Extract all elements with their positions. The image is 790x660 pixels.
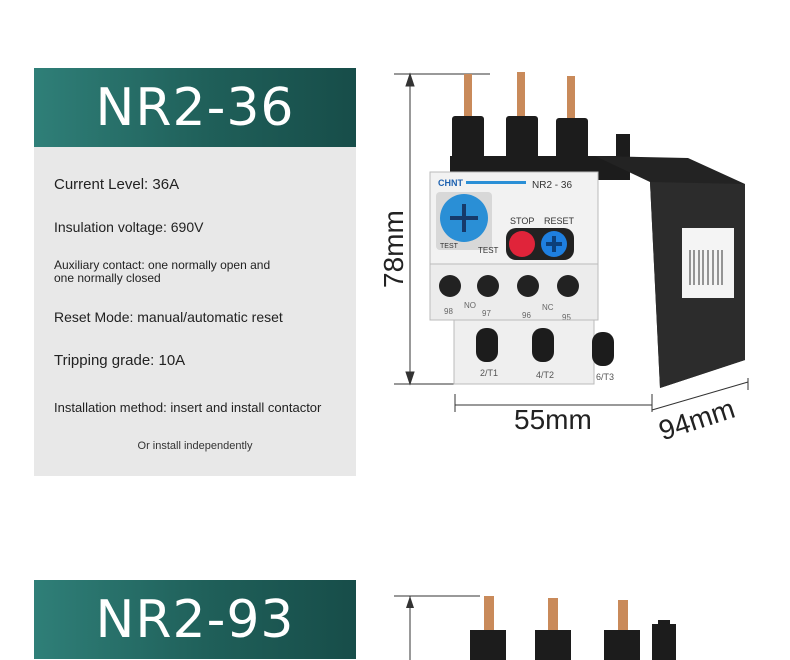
svg-text:97: 97 [482, 309, 491, 318]
product-image-nr2-36: CHNT NR2 - 36 TEST STOP RESET TEST 98 NO… [370, 60, 780, 450]
stop-label: STOP [510, 216, 534, 226]
svg-text:6/T3: 6/T3 [596, 372, 614, 382]
stop-button-icon [509, 231, 535, 257]
aux-terminal-labels: 98 NO 97 96 NC 95 [444, 301, 571, 322]
svg-text:2/T1: 2/T1 [480, 368, 498, 378]
spec-list: Current Level: 36A Insulation voltage: 6… [34, 147, 356, 476]
spec-tripping-grade: Tripping grade: 10A [54, 352, 186, 369]
reset-label: RESET [544, 216, 575, 226]
test-label: TEST [478, 246, 499, 255]
dimension-lines [394, 72, 749, 412]
card-title: NR2-93 [95, 589, 295, 650]
test-label-small: TEST [440, 243, 459, 250]
thermal-relay-illustration-2 [394, 595, 676, 660]
aux-screws [439, 275, 579, 297]
spec-installation-method: Installation method: insert and install … [54, 400, 322, 415]
spec-aux-contact-line2: one normally closed [54, 271, 161, 285]
spec-aux-contact-line1: Auxiliary contact: one normally open and [54, 258, 271, 272]
svg-text:NO: NO [464, 301, 476, 310]
main-terminal-block [453, 319, 595, 385]
dimension-width-label: 55mm [514, 404, 592, 435]
svg-text:96: 96 [522, 311, 531, 320]
svg-text:98: 98 [444, 307, 453, 316]
card-title: NR2-36 [95, 77, 295, 138]
spec-insulation-voltage: Insulation voltage: 690V [54, 219, 204, 235]
main-terminal-labels: 2/T1 4/T2 6/T3 [480, 368, 614, 382]
card-header: NR2-93 [34, 580, 356, 659]
brand-logo: CHNT [438, 178, 463, 188]
spec-card-nr2-93: NR2-93 [34, 580, 356, 659]
terminal-clamps [450, 116, 630, 180]
product-image-nr2-93 [370, 580, 780, 660]
svg-text:95: 95 [562, 313, 571, 322]
dimension-height-label: 78mm [378, 210, 409, 288]
copper-terminals [464, 72, 575, 126]
card-header: NR2-36 [34, 68, 356, 147]
spec-installation-alt: Or install independently [137, 440, 253, 452]
spec-aux-contact: Auxiliary contact: one normally open and… [54, 259, 270, 285]
main-terminal-holes [476, 328, 614, 366]
svg-text:NC: NC [542, 303, 554, 312]
spec-card-nr2-36: NR2-36 Current Level: 36A Insulation vol… [34, 68, 356, 476]
spec-reset-mode: Reset Mode: manual/automatic reset [54, 309, 283, 325]
thermal-relay-illustration: CHNT NR2 - 36 TEST STOP RESET TEST 98 NO… [394, 72, 749, 412]
svg-text:4/T2: 4/T2 [536, 370, 554, 380]
model-label: NR2 - 36 [532, 180, 572, 191]
spec-current-level: Current Level: 36A [54, 176, 180, 193]
